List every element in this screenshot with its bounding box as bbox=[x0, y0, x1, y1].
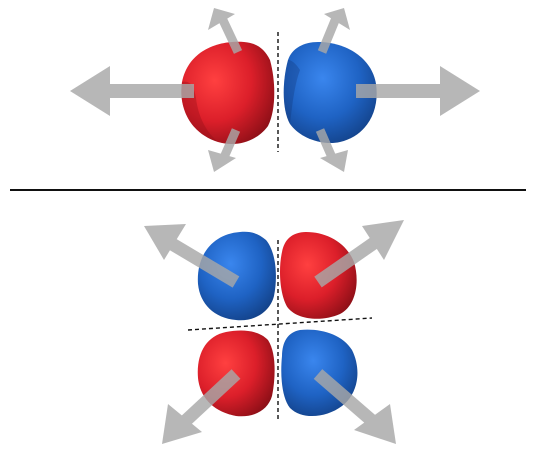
arrow-bottom-right-outward bbox=[313, 369, 396, 444]
arrow-down-right bbox=[315, 128, 348, 172]
arrow-up-left bbox=[208, 8, 243, 54]
bottom-nodal-line-horizontal bbox=[187, 317, 373, 331]
top-arrows bbox=[70, 8, 480, 172]
arrow-up-right bbox=[317, 8, 350, 54]
arrow-top-left-outward bbox=[144, 224, 240, 288]
top-panel bbox=[70, 8, 480, 172]
top-lobe-right bbox=[283, 42, 377, 144]
arrow-right-outward bbox=[356, 66, 480, 116]
arrow-top-right-outward bbox=[314, 220, 404, 288]
top-lobe-left bbox=[181, 41, 275, 145]
top-lobe-right-shade bbox=[283, 60, 300, 124]
arrow-down-left bbox=[208, 128, 241, 172]
bottom-arrows bbox=[144, 220, 404, 444]
bottom-panel bbox=[144, 220, 404, 444]
arrow-bottom-left-outward bbox=[162, 369, 241, 444]
arrow-left-outward bbox=[70, 66, 194, 116]
